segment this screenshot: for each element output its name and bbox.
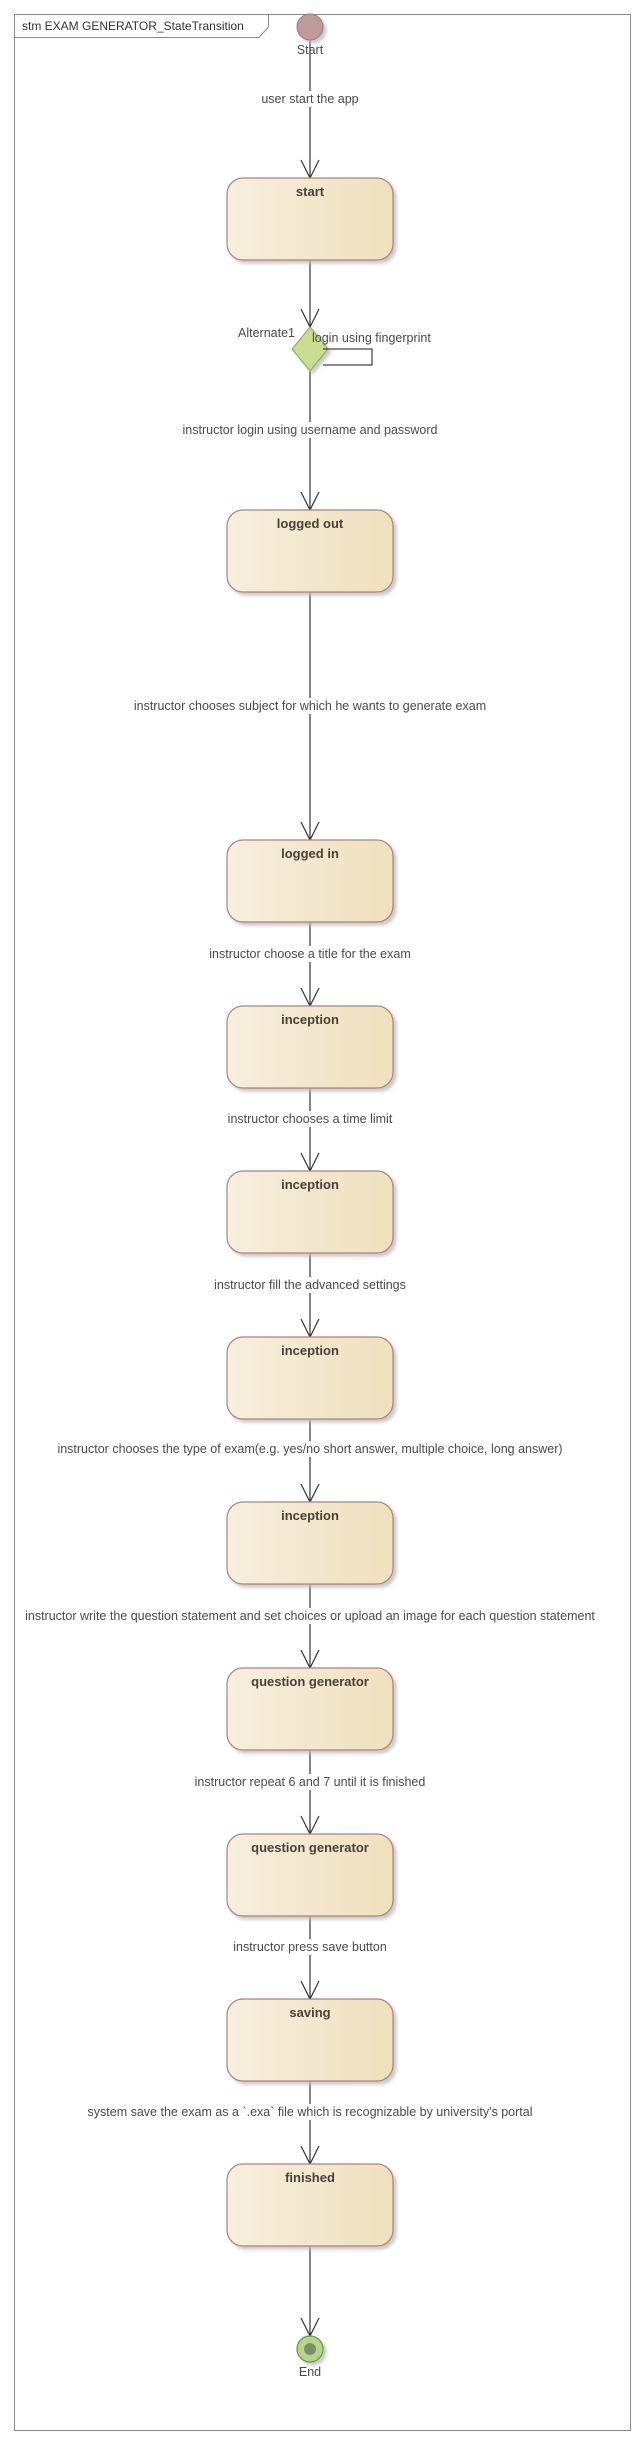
state-6[interactable]: inception [226,1336,394,1420]
transition-text: instructor write the question statement … [25,1609,595,1623]
label-background [180,422,440,438]
transition-label-10: instructor press save button [231,1939,389,1955]
state-box [226,2163,394,2247]
state-4[interactable]: inception [226,1005,394,1089]
transition-label-8: instructor write the question statement … [23,1608,598,1624]
state-name: logged out [277,516,344,531]
state-2[interactable]: logged out [226,509,394,593]
state-box [226,177,394,261]
transition-text: instructor chooses subject for which he … [134,699,486,713]
state-box [226,1667,394,1751]
state-name: saving [289,2005,330,2020]
transition-text: system save the exam as a `.exa` file wh… [88,2105,533,2119]
frame-title: stm EXAM GENERATOR_StateTransition [22,19,244,33]
start-label: Start [297,43,324,57]
transition-text: instructor fill the advanced settings [214,1278,406,1292]
state-5[interactable]: inception [226,1170,394,1254]
label-background [231,1939,389,1955]
transition-text: instructor login using username and pass… [183,423,438,437]
transition-label-11: system save the exam as a `.exa` file wh… [85,2104,535,2120]
transition-label-5: instructor chooses a time limit [225,1111,395,1127]
self-loop-label: login using fingerprint [312,331,431,345]
label-background [85,2104,535,2120]
transition-label-2: instructor login using username and pass… [180,422,440,438]
state-name: question generator [251,1674,369,1689]
label-background [212,1277,408,1293]
state-9[interactable]: question generator [226,1833,394,1917]
state-name: inception [281,1343,339,1358]
initial-node-circle [296,13,324,41]
self-loop-line [323,348,373,366]
state-3[interactable]: logged in [226,839,394,923]
transition-label-3: instructor chooses subject for which he … [131,698,489,714]
transition-text: instructor chooses a time limit [228,1112,393,1126]
state-name: question generator [251,1840,369,1855]
frame-tab-outline [14,14,269,38]
decision-node[interactable] [291,326,329,372]
state-box [226,1998,394,2082]
transition-label-4: instructor choose a title for the exam [207,946,413,962]
state-box [226,839,394,923]
state-name: inception [281,1012,339,1027]
transition-text: instructor repeat 6 and 7 until it is fi… [195,1775,426,1789]
state-box [226,509,394,593]
final-node-inner-circle [304,2343,316,2355]
state-box [226,1005,394,1089]
state-name: inception [281,1508,339,1523]
state-box [226,1336,394,1420]
state-11[interactable]: finished [226,2163,394,2247]
transition-text: instructor press save button [233,1940,387,1954]
label-background [225,1111,395,1127]
initial-node[interactable] [296,13,324,41]
transition-label-9: instructor repeat 6 and 7 until it is fi… [192,1774,428,1790]
state-10[interactable]: saving [226,1998,394,2082]
state-name: start [296,184,325,199]
transition-text: instructor choose a title for the exam [209,947,410,961]
state-8[interactable]: question generator [226,1667,394,1751]
frame-title-tab: stm EXAM GENERATOR_StateTransition [14,14,269,38]
state-box [226,1501,394,1585]
label-background [131,698,489,714]
transition-label-6: instructor fill the advanced settings [212,1277,408,1293]
state-box [226,1170,394,1254]
state-name: logged in [281,846,339,861]
final-node[interactable] [296,2335,324,2363]
label-background [259,91,361,107]
label-background [23,1608,598,1624]
state-1[interactable]: start [226,177,394,261]
decision-name: Alternate1 [238,326,295,340]
transition-label-7: instructor chooses the type of exam(e.g.… [55,1441,565,1457]
end-label: End [299,2365,321,2379]
label-background [55,1441,565,1457]
decision-diamond [291,326,329,372]
transition-label-1: user start the app [259,91,361,107]
state-box [226,1833,394,1917]
label-background [192,1774,428,1790]
label-background [207,946,413,962]
state-7[interactable]: inception [226,1501,394,1585]
diagram-frame [14,14,631,2431]
transition-text: instructor chooses the type of exam(e.g.… [57,1442,562,1456]
state-name: finished [285,2170,335,2185]
transition-text: user start the app [261,92,358,106]
state-name: inception [281,1177,339,1192]
